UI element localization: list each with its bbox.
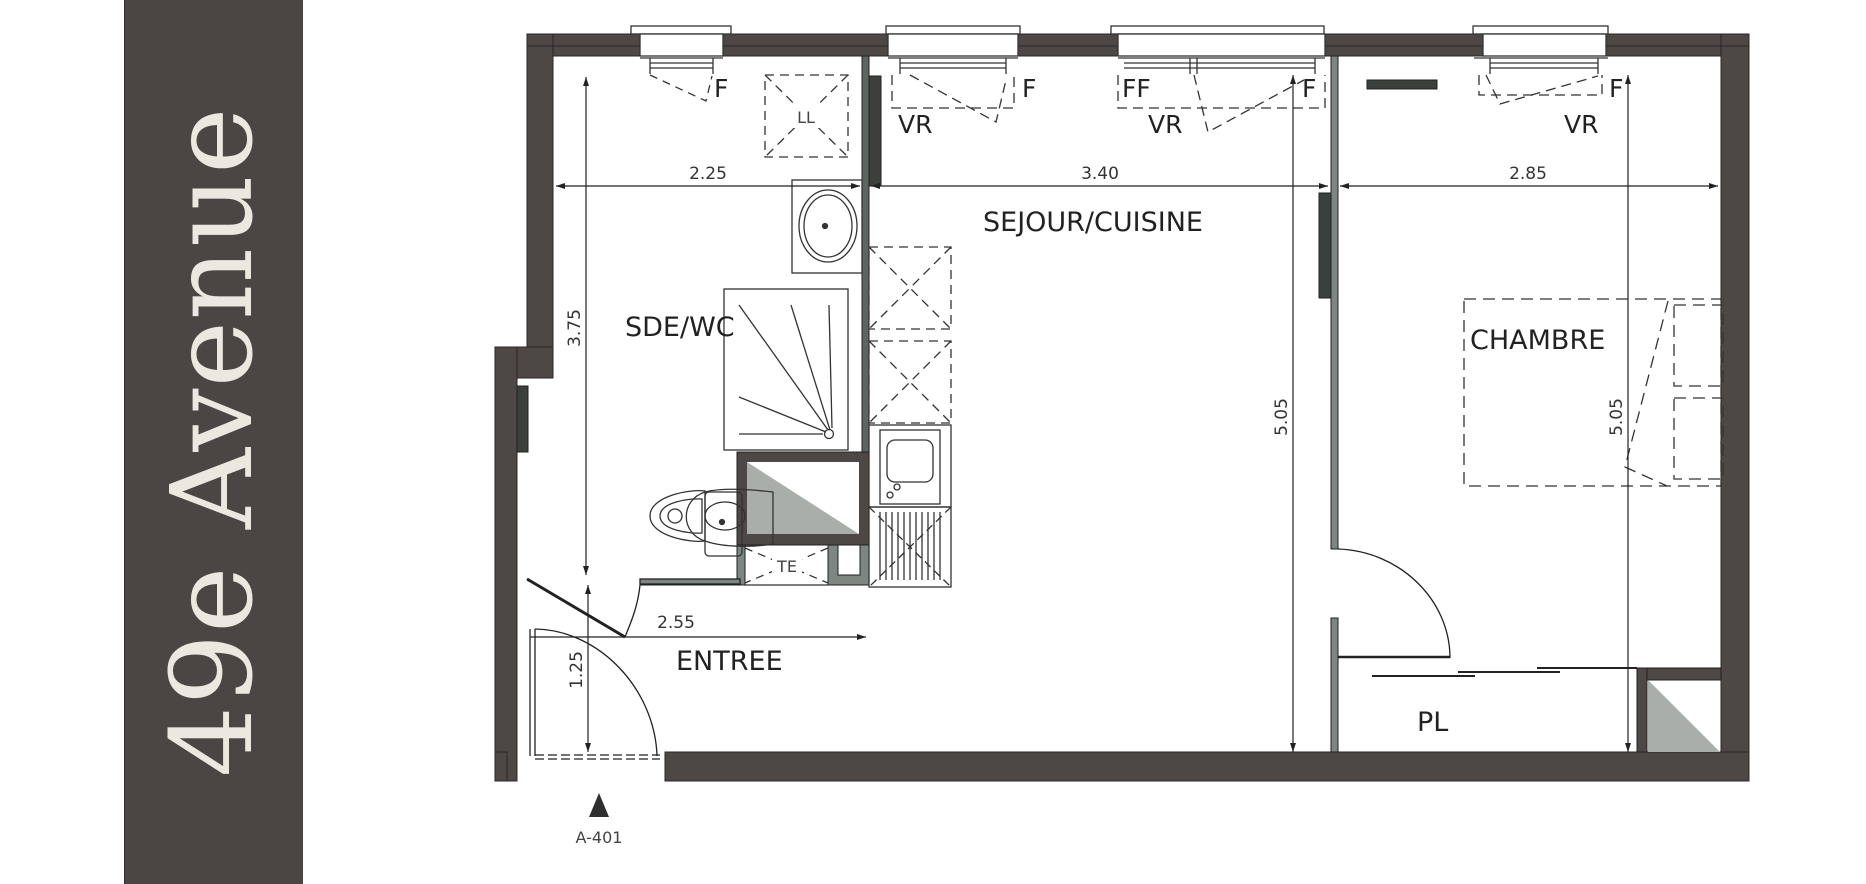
windows bbox=[630, 25, 1609, 133]
toilet-icon bbox=[649, 488, 774, 557]
washbasin-icon bbox=[791, 179, 863, 274]
section-marker-label: A-401 bbox=[576, 828, 623, 847]
radiator-icon bbox=[1318, 192, 1332, 299]
window-label-vr: VR bbox=[1148, 110, 1182, 139]
room-label-entree: ENTREE bbox=[676, 646, 783, 677]
bedroom-door[interactable] bbox=[1337, 548, 1451, 659]
window-label-vr: VR bbox=[1564, 110, 1598, 139]
dim-sde-height: 3.75 bbox=[565, 309, 585, 347]
radiator-icon bbox=[516, 385, 529, 453]
window-label-ff: FF bbox=[1122, 74, 1151, 103]
dim-sejour-width: 3.40 bbox=[1081, 164, 1119, 184]
window-label-f: F bbox=[1302, 74, 1316, 103]
bathroom-door[interactable] bbox=[526, 577, 741, 639]
kitchen-sink-icon bbox=[868, 424, 952, 508]
window-label-f: F bbox=[1609, 74, 1623, 103]
window-label-f: F bbox=[714, 74, 728, 103]
entrance-door[interactable] bbox=[529, 628, 660, 760]
room-label-sejour-cuisine: SEJOUR/CUISINE bbox=[983, 207, 1203, 238]
washing-machine-space bbox=[764, 74, 849, 158]
room-label-sde-wc: SDE/WC bbox=[625, 312, 735, 343]
dim-chambre-height: 5.05 bbox=[1607, 398, 1627, 436]
window-label-f: F bbox=[1022, 74, 1036, 103]
section-marker-icon bbox=[589, 793, 609, 817]
kitchen-appliance-space bbox=[868, 246, 952, 424]
dim-entree-height: 1.25 bbox=[567, 651, 587, 689]
exterior-walls bbox=[494, 33, 1750, 782]
window-label-vr: VR bbox=[898, 110, 932, 139]
window-2 bbox=[885, 25, 1021, 123]
fixture-label-ll: LL bbox=[797, 108, 815, 127]
fixture-label-te: TE bbox=[776, 557, 797, 576]
cooktop-space bbox=[868, 506, 952, 588]
radiator-icon bbox=[1366, 79, 1438, 90]
title-banner bbox=[124, 0, 303, 884]
dim-entree-width: 2.55 bbox=[657, 613, 695, 633]
window-4 bbox=[1472, 25, 1609, 105]
radiator-icon bbox=[868, 75, 882, 187]
dim-sejour-height: 5.05 bbox=[1272, 398, 1292, 436]
window-1 bbox=[630, 25, 732, 102]
dim-sde-width: 2.25 bbox=[689, 164, 727, 184]
room-label-chambre: CHAMBRE bbox=[1470, 325, 1605, 356]
dim-chambre-width: 2.85 bbox=[1509, 164, 1547, 184]
interior-walls bbox=[516, 55, 1722, 753]
room-label-closet: PL bbox=[1417, 707, 1448, 738]
shower-icon bbox=[723, 288, 849, 451]
window-3 bbox=[1110, 25, 1326, 133]
closet-sliding-doors[interactable] bbox=[1372, 667, 1637, 677]
dimension-lines bbox=[530, 75, 1718, 752]
